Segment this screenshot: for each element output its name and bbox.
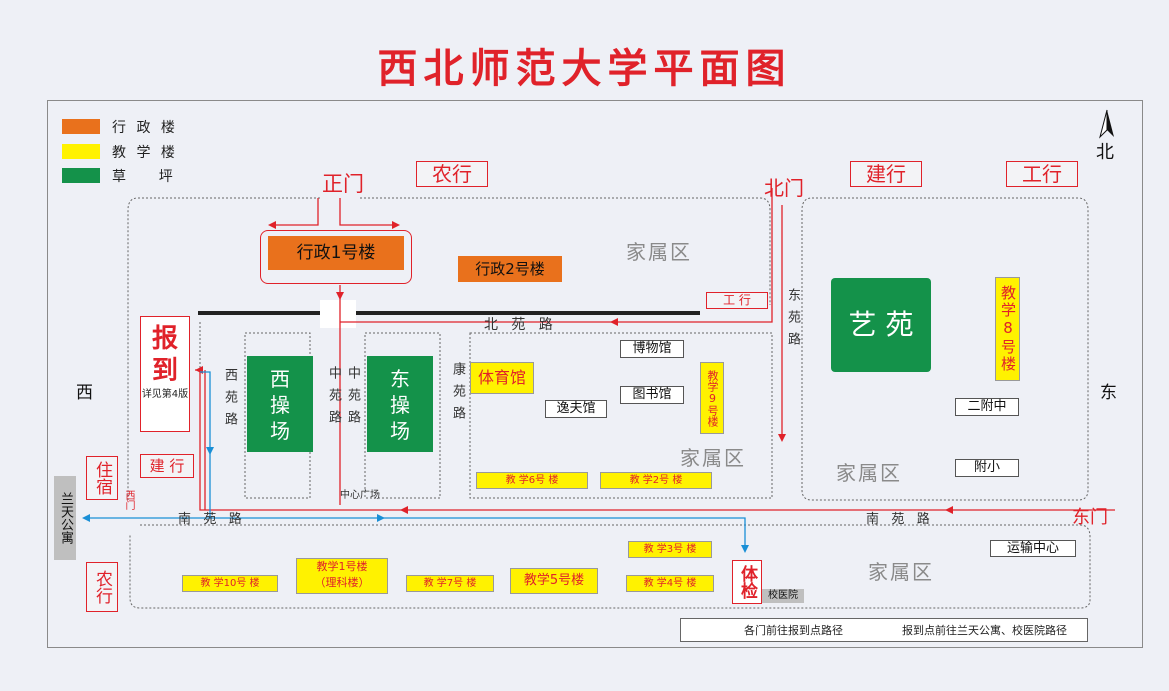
main-gate-label: 正门	[322, 172, 364, 196]
registration-point: 报 到 详见第4版	[140, 316, 190, 432]
route-legend-red-label: 各门前往报到点路径	[744, 624, 843, 637]
bank-nonghang-left: 农行	[86, 562, 118, 612]
bank-gonghang-top: 工行	[1006, 161, 1078, 187]
road-zhongyuan-a: 中苑路	[326, 366, 341, 432]
high-school-2: 二附中	[955, 398, 1019, 416]
transport-center: 运输中心	[990, 540, 1076, 557]
road-beiyuan: 北 苑 路	[484, 317, 553, 333]
teaching-building-9: 教学9号楼	[700, 362, 724, 434]
teaching-building-5: 教学5号楼	[510, 568, 598, 594]
direction-east: 东	[1100, 383, 1117, 403]
family-area-north: 家属区	[626, 240, 692, 264]
page-title: 西北师范大学平面图	[377, 46, 792, 92]
teaching-building-8: 教学8号楼	[995, 277, 1020, 381]
outline-south	[129, 524, 1091, 609]
affiliated-primary-school: 附小	[955, 459, 1019, 477]
family-area-east: 家属区	[836, 461, 902, 485]
outline-east	[801, 197, 1089, 501]
field-west: 西操场	[247, 356, 313, 452]
family-area-center: 家属区	[680, 446, 746, 470]
road-nanyuan-left: 南 苑 路	[178, 512, 242, 527]
teaching-building-2: 教 学2号 楼	[600, 472, 712, 489]
gate-opening	[320, 300, 356, 328]
teaching-building-10: 教 学10号 楼	[182, 575, 278, 592]
teaching-building-1-name: 教学1号楼	[316, 560, 368, 573]
registration-note: 详见第4版	[141, 389, 189, 400]
legend-label-lawn: 草 坪	[112, 169, 176, 185]
road-zhongyuan-b: 中苑路	[345, 366, 360, 432]
outline-west-field	[244, 332, 311, 499]
lantian-apartment: 兰天公寓	[54, 476, 76, 560]
museum: 博物馆	[620, 340, 684, 358]
admin-building-1: 行政1号楼	[268, 236, 404, 270]
bank-gonghang-road: 工 行	[706, 292, 768, 309]
teaching-building-3: 教 学3号 楼	[628, 541, 712, 558]
outline-north-family	[360, 197, 771, 305]
direction-west: 西	[76, 383, 93, 403]
registration-char-2: 到	[151, 356, 178, 386]
road-nanyuan-right: 南 苑 路	[866, 512, 930, 527]
legend-swatch-lawn	[62, 168, 100, 183]
compass-arrow-right	[1107, 110, 1114, 137]
teaching-building-1: 教学1号楼 （理科楼）	[296, 558, 388, 594]
field-east: 东操场	[367, 356, 433, 452]
teaching-building-4: 教 学4号 楼	[626, 575, 714, 592]
school-hospital: 校医院	[762, 589, 804, 603]
north-gate-label: 北门	[764, 176, 804, 200]
route-legend-blue-label: 报到点前往兰天公寓、校医院路径	[902, 624, 1067, 637]
outline-east-field	[364, 332, 441, 499]
route-legend	[680, 618, 1088, 642]
bank-jianhang-top: 建行	[850, 161, 922, 187]
legend-label-teaching: 教 学 楼	[112, 145, 178, 161]
center-square-label: 中心广场	[340, 490, 380, 501]
teaching-building-1-note: （理科楼）	[314, 576, 370, 589]
road-kangyuan: 康苑路	[450, 362, 465, 428]
legend-swatch-teaching	[62, 144, 100, 159]
road-xiyuan: 西苑路	[222, 368, 237, 434]
road-dongyuan: 东苑路	[785, 288, 800, 354]
admin-building-2: 行政2号楼	[458, 256, 562, 282]
admin1-outline	[260, 230, 412, 284]
library: 图书馆	[620, 386, 684, 404]
east-gate-label: 东门	[1072, 507, 1108, 528]
lawn-yiyuan: 艺 苑	[831, 278, 931, 372]
legend-swatch-admin	[62, 119, 100, 134]
teaching-building-7: 教 学7号 楼	[406, 575, 494, 592]
bank-jianhang-left: 建 行	[140, 454, 194, 478]
family-area-south: 家属区	[868, 560, 934, 584]
bank-nonghang-top: 农行	[416, 161, 488, 187]
compass-north-label: 北	[1096, 142, 1114, 163]
lodging-label: 住宿	[86, 456, 118, 500]
compass-arrow-left	[1099, 109, 1108, 139]
west-gate-label: 西门	[123, 490, 134, 510]
registration-char-1: 报	[151, 324, 178, 354]
gym: 体育馆	[470, 362, 534, 394]
map-frame	[47, 100, 1143, 648]
teaching-building-6: 教 学6号 楼	[476, 472, 588, 489]
health-checkup: 体检	[732, 560, 762, 604]
outline-center	[469, 332, 773, 499]
legend-label-admin: 行 政 楼	[112, 120, 178, 136]
yifu-hall: 逸夫馆	[545, 400, 607, 418]
